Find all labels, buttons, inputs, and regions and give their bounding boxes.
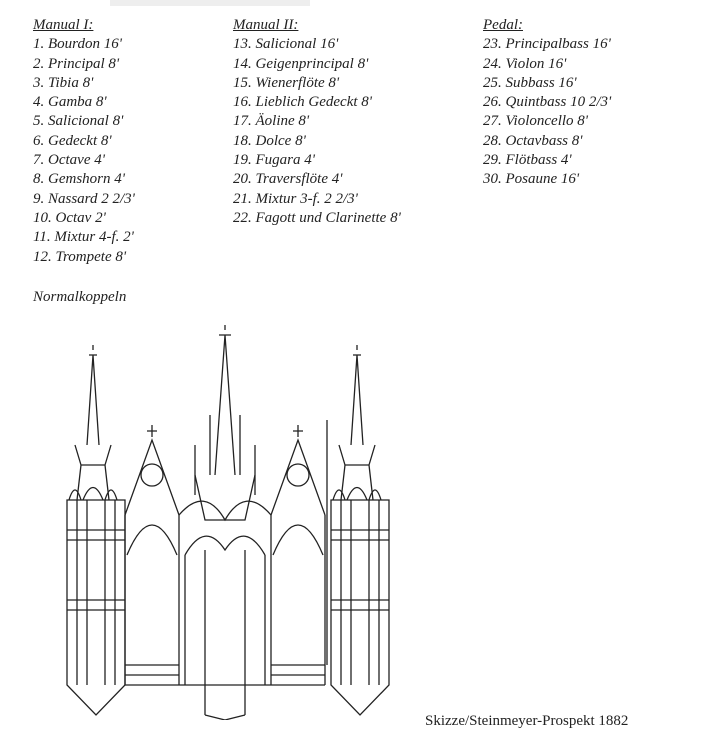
stop: 29. Flötbass 4'	[483, 152, 572, 169]
pedal-column: Pedal: 23. Principalbass 16' 24. Violon …	[483, 16, 611, 190]
stop: 7. Octave 4'	[33, 152, 105, 169]
stop: 22. Fagott und Clarinette 8'	[233, 209, 401, 226]
stop: 14. Geigenprincipal 8'	[233, 55, 369, 72]
case-frame	[124, 515, 326, 686]
coupler-note: Normalkoppeln	[33, 289, 127, 305]
manual-2-heading: Manual II:	[233, 17, 299, 33]
stop: 11. Mixtur 4-f. 2'	[33, 229, 134, 246]
stop: 28. Octavbass 8'	[483, 132, 583, 149]
center-tower	[178, 325, 272, 720]
pedal-heading: Pedal:	[483, 17, 523, 33]
stop: 8. Gemshorn 4'	[33, 171, 125, 188]
stop: 27. Violoncello 8'	[483, 113, 588, 130]
sketch-caption: Skizze/Steinmeyer-Prospekt 1882	[425, 713, 629, 729]
manual-2-column: Manual II: 13. Salicional 16' 14. Geigen…	[233, 16, 401, 228]
right-tower	[330, 345, 390, 716]
stop: 12. Trompete 8'	[33, 248, 127, 265]
manual-1-heading: Manual I:	[33, 17, 94, 33]
stop: 30. Posaune 16'	[483, 171, 580, 188]
stop: 1. Bourdon 16'	[33, 36, 122, 53]
organ-case-sketch	[66, 325, 390, 720]
stop: 25. Subbass 16'	[483, 74, 577, 91]
left-tower	[66, 345, 126, 716]
right-arch-panel	[270, 420, 328, 676]
stop: 23. Principalbass 16'	[483, 36, 611, 53]
left-arch-panel	[124, 425, 180, 676]
stop: 17. Äoline 8'	[233, 113, 310, 130]
stop: 18. Dolce 8'	[233, 132, 306, 149]
stop: 15. Wienerflöte 8'	[233, 74, 340, 91]
stop: 19. Fugara 4'	[233, 152, 315, 169]
stop: 21. Mixtur 3-f. 2 2/3'	[233, 190, 358, 207]
stop: 3. Tibia 8'	[33, 74, 94, 91]
stop: 10. Octav 2'	[33, 209, 106, 226]
manual-1-column: Manual I: 1. Bourdon 16' 2. Principal 8'…	[33, 16, 135, 267]
stop: 20. Traversflöte 4'	[233, 171, 343, 188]
stop: 5. Salicional 8'	[33, 113, 124, 130]
stop: 2. Principal 8'	[33, 55, 120, 72]
stop: 9. Nassard 2 2/3'	[33, 190, 135, 207]
stop: 13. Salicional 16'	[233, 36, 339, 53]
stop: 26. Quintbass 10 2/3'	[483, 94, 612, 111]
scan-artifact	[110, 0, 310, 6]
stop: 24. Violon 16'	[483, 55, 567, 72]
stop: 6. Gedeckt 8'	[33, 132, 112, 149]
stop: 16. Lieblich Gedeckt 8'	[233, 94, 372, 111]
stop: 4. Gamba 8'	[33, 94, 107, 111]
